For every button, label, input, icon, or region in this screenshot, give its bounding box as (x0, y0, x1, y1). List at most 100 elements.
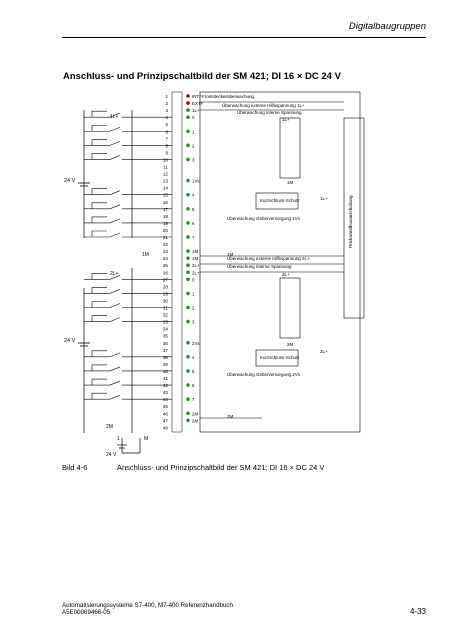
frontstecker-label: Frontsteckerüberwachung (202, 94, 255, 99)
input-switch-icon (84, 273, 172, 280)
pin-number: 29 (163, 291, 169, 296)
pin-number: 45 (163, 404, 169, 409)
ueb-hilfsspannung-2: Überwachung externe Hilfsspannung 2L+ (227, 255, 310, 261)
input-switch-icon (84, 216, 172, 224)
pin-number: 28 (163, 284, 169, 289)
section-title: Anschluss- und Prinzipschaltbild der SM … (63, 71, 341, 82)
led-icon (186, 411, 190, 416)
led-icon (186, 355, 190, 359)
input-switch-icon (84, 202, 172, 210)
led-icon (186, 129, 190, 134)
pin-number: 5 (165, 122, 168, 127)
kurzschluss-2: Kurzschluss-Schutz (260, 355, 300, 360)
pin-number: 42 (163, 383, 169, 388)
pin-number: 1 (165, 94, 168, 99)
pin-signal: INTF (192, 94, 202, 99)
logic-area (199, 91, 365, 433)
pin-number: 12 (163, 172, 169, 177)
led-icon (186, 143, 190, 148)
pin-signal: 2M (192, 418, 198, 423)
pin-signal: 2L+ (192, 270, 200, 275)
led-icon (186, 221, 190, 225)
supply-label-lower: 24 V (64, 338, 76, 344)
input-switch-icon (84, 350, 172, 358)
pin-number: 35 (163, 334, 169, 339)
supply-label-bottom: 24 V (106, 452, 117, 458)
pin-number: 15 (163, 193, 169, 198)
footer-line1: Automatisierungssysteme S7-400, M7-400 R… (62, 602, 233, 609)
pin-signal: 6 (192, 383, 195, 388)
led-icon (186, 305, 190, 310)
pin-number: 27 (163, 277, 169, 282)
pin-signal: 7 (192, 235, 195, 240)
footer-line2: A5E00069466-05 (62, 609, 111, 617)
led-icon (186, 207, 190, 211)
input-switch-icon (84, 287, 172, 294)
led-icon (186, 277, 190, 282)
pin-number: 9 (165, 150, 168, 155)
led-icon (186, 418, 190, 423)
kurzschluss-1: Kurzschluss-Schutz (260, 198, 300, 203)
pin-number: 8 (165, 143, 168, 148)
pin-number: 24 (163, 256, 169, 261)
pin-number: 13 (163, 179, 169, 184)
input-switch-icon (84, 230, 172, 238)
lplus-right-1: 1L+ (320, 196, 328, 201)
header-title: Digitalbaugruppen (348, 21, 426, 32)
pin-number: 44 (163, 397, 169, 402)
bottom-supply-icon (117, 438, 141, 454)
input-switch-icon (84, 378, 172, 386)
pin-number: 47 (163, 418, 169, 423)
led-icon (186, 369, 190, 373)
m-inner-4: 2M (227, 414, 234, 419)
pin-number: 43 (163, 390, 169, 395)
pin-signal: 3 (192, 320, 195, 325)
pin-signal: 1M (192, 249, 198, 254)
m-bottom-label: M (144, 436, 148, 442)
m-inner-2: 2M (287, 342, 294, 347)
footer-left: Automatisierungssysteme S7-400, M7-400 R… (62, 602, 233, 616)
input-switch-icon (84, 153, 172, 160)
led-icon (186, 383, 190, 387)
pin-signal: 5 (192, 207, 195, 212)
led-icon (186, 291, 190, 296)
pin-number: 20 (163, 228, 169, 233)
led-icon (186, 263, 190, 267)
pin-number: 11 (163, 165, 168, 170)
pin-signal: 1 (192, 291, 195, 296)
pin-signal: 1L+ (192, 108, 200, 113)
pin-number: 39 (163, 362, 169, 367)
rueckwand-label: Rückwandbusanschaltung (348, 195, 353, 248)
pin-number: 40 (163, 369, 169, 374)
pin-number: 30 (163, 298, 169, 303)
l-plus-1-label: 1L+ (110, 114, 119, 120)
pin-signal: 0 (192, 277, 195, 282)
pin-signal: 2 (192, 306, 195, 311)
pin-signal: 2M (192, 411, 198, 416)
led-icon (186, 235, 190, 239)
pin-signal: 1Vs (192, 179, 200, 184)
left-supply-wiring (83, 110, 133, 433)
pin-signal: 1M (192, 256, 198, 261)
pin-number: 22 (163, 242, 169, 247)
pin-signal: 2L+ (192, 263, 200, 268)
m-2-label: 2M (106, 424, 113, 430)
pin-number: 21 (163, 235, 169, 240)
input-switch-icon (84, 188, 172, 195)
pin-number: 26 (163, 270, 169, 275)
led-icon (186, 270, 190, 275)
pin-number: 6 (165, 129, 168, 134)
pin-signal: EXTF (192, 101, 204, 106)
pin-signal: 0 (192, 115, 195, 120)
led-icon (186, 340, 190, 345)
pin-number: 34 (163, 327, 169, 332)
page-number: 4-33 (409, 607, 426, 616)
led-icon (186, 178, 190, 183)
pin-number: 41 (163, 376, 169, 381)
led-icon (186, 319, 190, 324)
m-inner-1: 1M (287, 180, 294, 185)
ueb-hilfsspannung-1: Überwachung externe Hilfsspannung 1L+ (222, 102, 305, 108)
